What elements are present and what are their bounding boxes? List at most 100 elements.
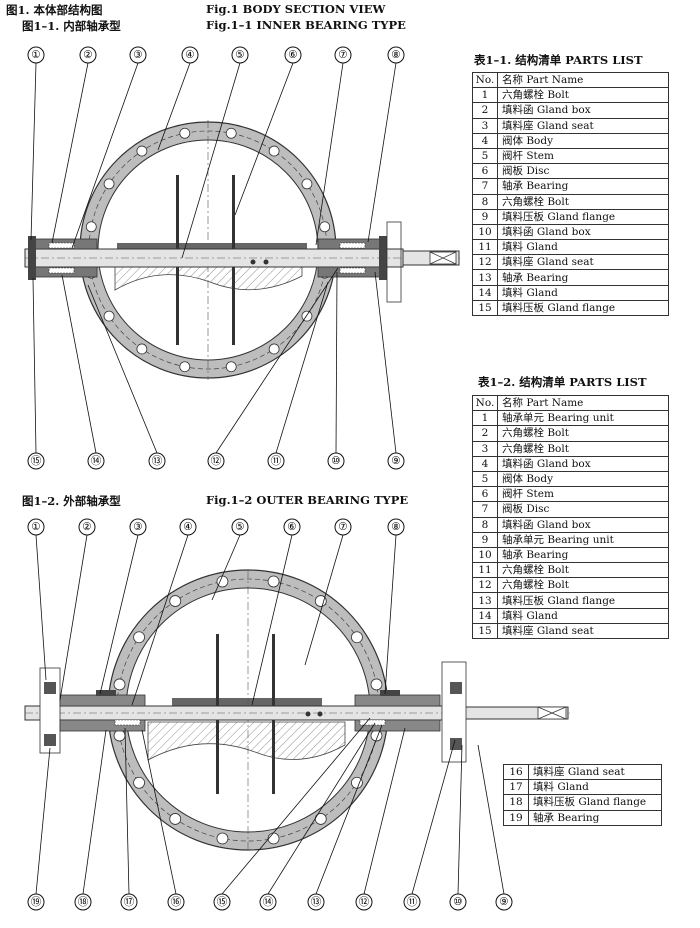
leader-line	[87, 284, 158, 454]
callout-number: ⑭	[263, 896, 274, 908]
parts-list-1-title: 表1–1. 结构清单 PARTS LIST	[474, 53, 643, 67]
part-name: 填料函 Gland box	[497, 516, 669, 533]
callout-circle	[327, 452, 345, 470]
callout-circle	[307, 893, 325, 911]
callout-circle	[27, 452, 45, 470]
callout-number: ⑮	[31, 455, 42, 467]
col-name-header: 名称 Part Name	[497, 394, 669, 412]
part-name: 填料 Gland	[528, 779, 662, 796]
part-name: 填料压板 Gland flange	[497, 208, 669, 225]
bolt-hole	[179, 127, 191, 139]
callout-number: ⑪	[271, 455, 282, 467]
left-gland-assembly	[28, 236, 98, 280]
leader-line	[335, 271, 338, 454]
leader-line	[51, 62, 89, 244]
bolt-hole	[268, 145, 280, 157]
valve-stem	[24, 248, 460, 268]
callout-circle	[334, 46, 352, 64]
callout-circle	[148, 452, 166, 470]
subfigure1-title-en: Fig.1–1 INNER BEARING TYPE	[206, 18, 406, 32]
bolt-hole	[179, 361, 191, 373]
callout-number: ④	[183, 521, 192, 533]
callout-circle	[79, 46, 97, 64]
callout-number: ⑪	[407, 896, 418, 908]
callout-circle	[213, 893, 231, 911]
callout-number: ②	[83, 49, 92, 61]
inner-bearing-drawing	[24, 120, 460, 380]
leader-line	[221, 717, 371, 895]
leader-line	[141, 729, 177, 895]
leader-line	[304, 534, 344, 666]
leader-line	[367, 62, 397, 243]
callout-number: ⑬	[311, 896, 322, 908]
leader-line	[363, 727, 406, 895]
figure-title-cn: 图1. 本体部结构图	[6, 3, 103, 17]
callout-circle	[207, 452, 225, 470]
bolt-hole	[319, 221, 331, 233]
callout-number: ⑯	[171, 896, 182, 908]
leader-line	[181, 62, 241, 259]
callout-number: ⑧	[391, 49, 400, 61]
callout-number: ①	[31, 49, 40, 61]
callout-circle	[74, 893, 92, 911]
flange-bolt-holes	[113, 575, 383, 845]
leader-line	[477, 744, 505, 895]
callout-number: ⑤	[235, 49, 244, 61]
leader-line	[99, 534, 139, 695]
part-number: 13	[472, 269, 498, 286]
callout-circle	[181, 46, 199, 64]
callout-circle	[179, 518, 197, 536]
bolt-hole	[133, 776, 145, 789]
bolt-hole	[301, 310, 313, 322]
callout-number: ①	[31, 521, 40, 533]
bolt-hole	[267, 575, 280, 588]
part-name: 填料 Gland	[497, 239, 669, 256]
part-number: 15	[472, 622, 498, 640]
callout-number: ⑦	[338, 49, 347, 61]
callout-circle	[283, 518, 301, 536]
callout-circle	[167, 893, 185, 911]
subfigure1-title-cn: 图1–1. 内部轴承型	[22, 19, 121, 33]
callout-circle	[259, 893, 277, 911]
bolt-hole	[267, 832, 280, 845]
leader-line	[82, 729, 107, 895]
bolt-hole	[136, 145, 148, 157]
bolt-hole	[314, 595, 327, 607]
callout-circle	[355, 893, 373, 911]
bolt-hole	[225, 127, 237, 139]
callout-circle	[231, 46, 249, 64]
bolt-hole	[113, 678, 126, 691]
callout-number: ③	[133, 521, 142, 533]
callout-circle	[334, 518, 352, 536]
leader-line	[35, 534, 47, 681]
bolt-hole	[169, 813, 182, 825]
bolt-hole	[225, 361, 237, 373]
part-name: 填料座 Gland seat	[528, 763, 662, 781]
callout-number: ④	[185, 49, 194, 61]
leader-line	[35, 747, 51, 895]
leader-line	[157, 62, 191, 151]
callout-number: ⑭	[91, 455, 102, 467]
leader-line	[131, 534, 189, 706]
parts-list-2-title: 表1–2. 结构清单 PARTS LIST	[478, 375, 647, 389]
callout-number: ⑱	[78, 896, 89, 908]
part-name: 六角螺栓 Bolt	[497, 87, 669, 104]
callout-number: ⑩	[453, 896, 462, 908]
callout-circle	[27, 46, 45, 64]
part-name: 阀杆 Stem	[497, 147, 669, 165]
leader-line	[71, 62, 139, 249]
bolt-hole	[133, 631, 145, 644]
